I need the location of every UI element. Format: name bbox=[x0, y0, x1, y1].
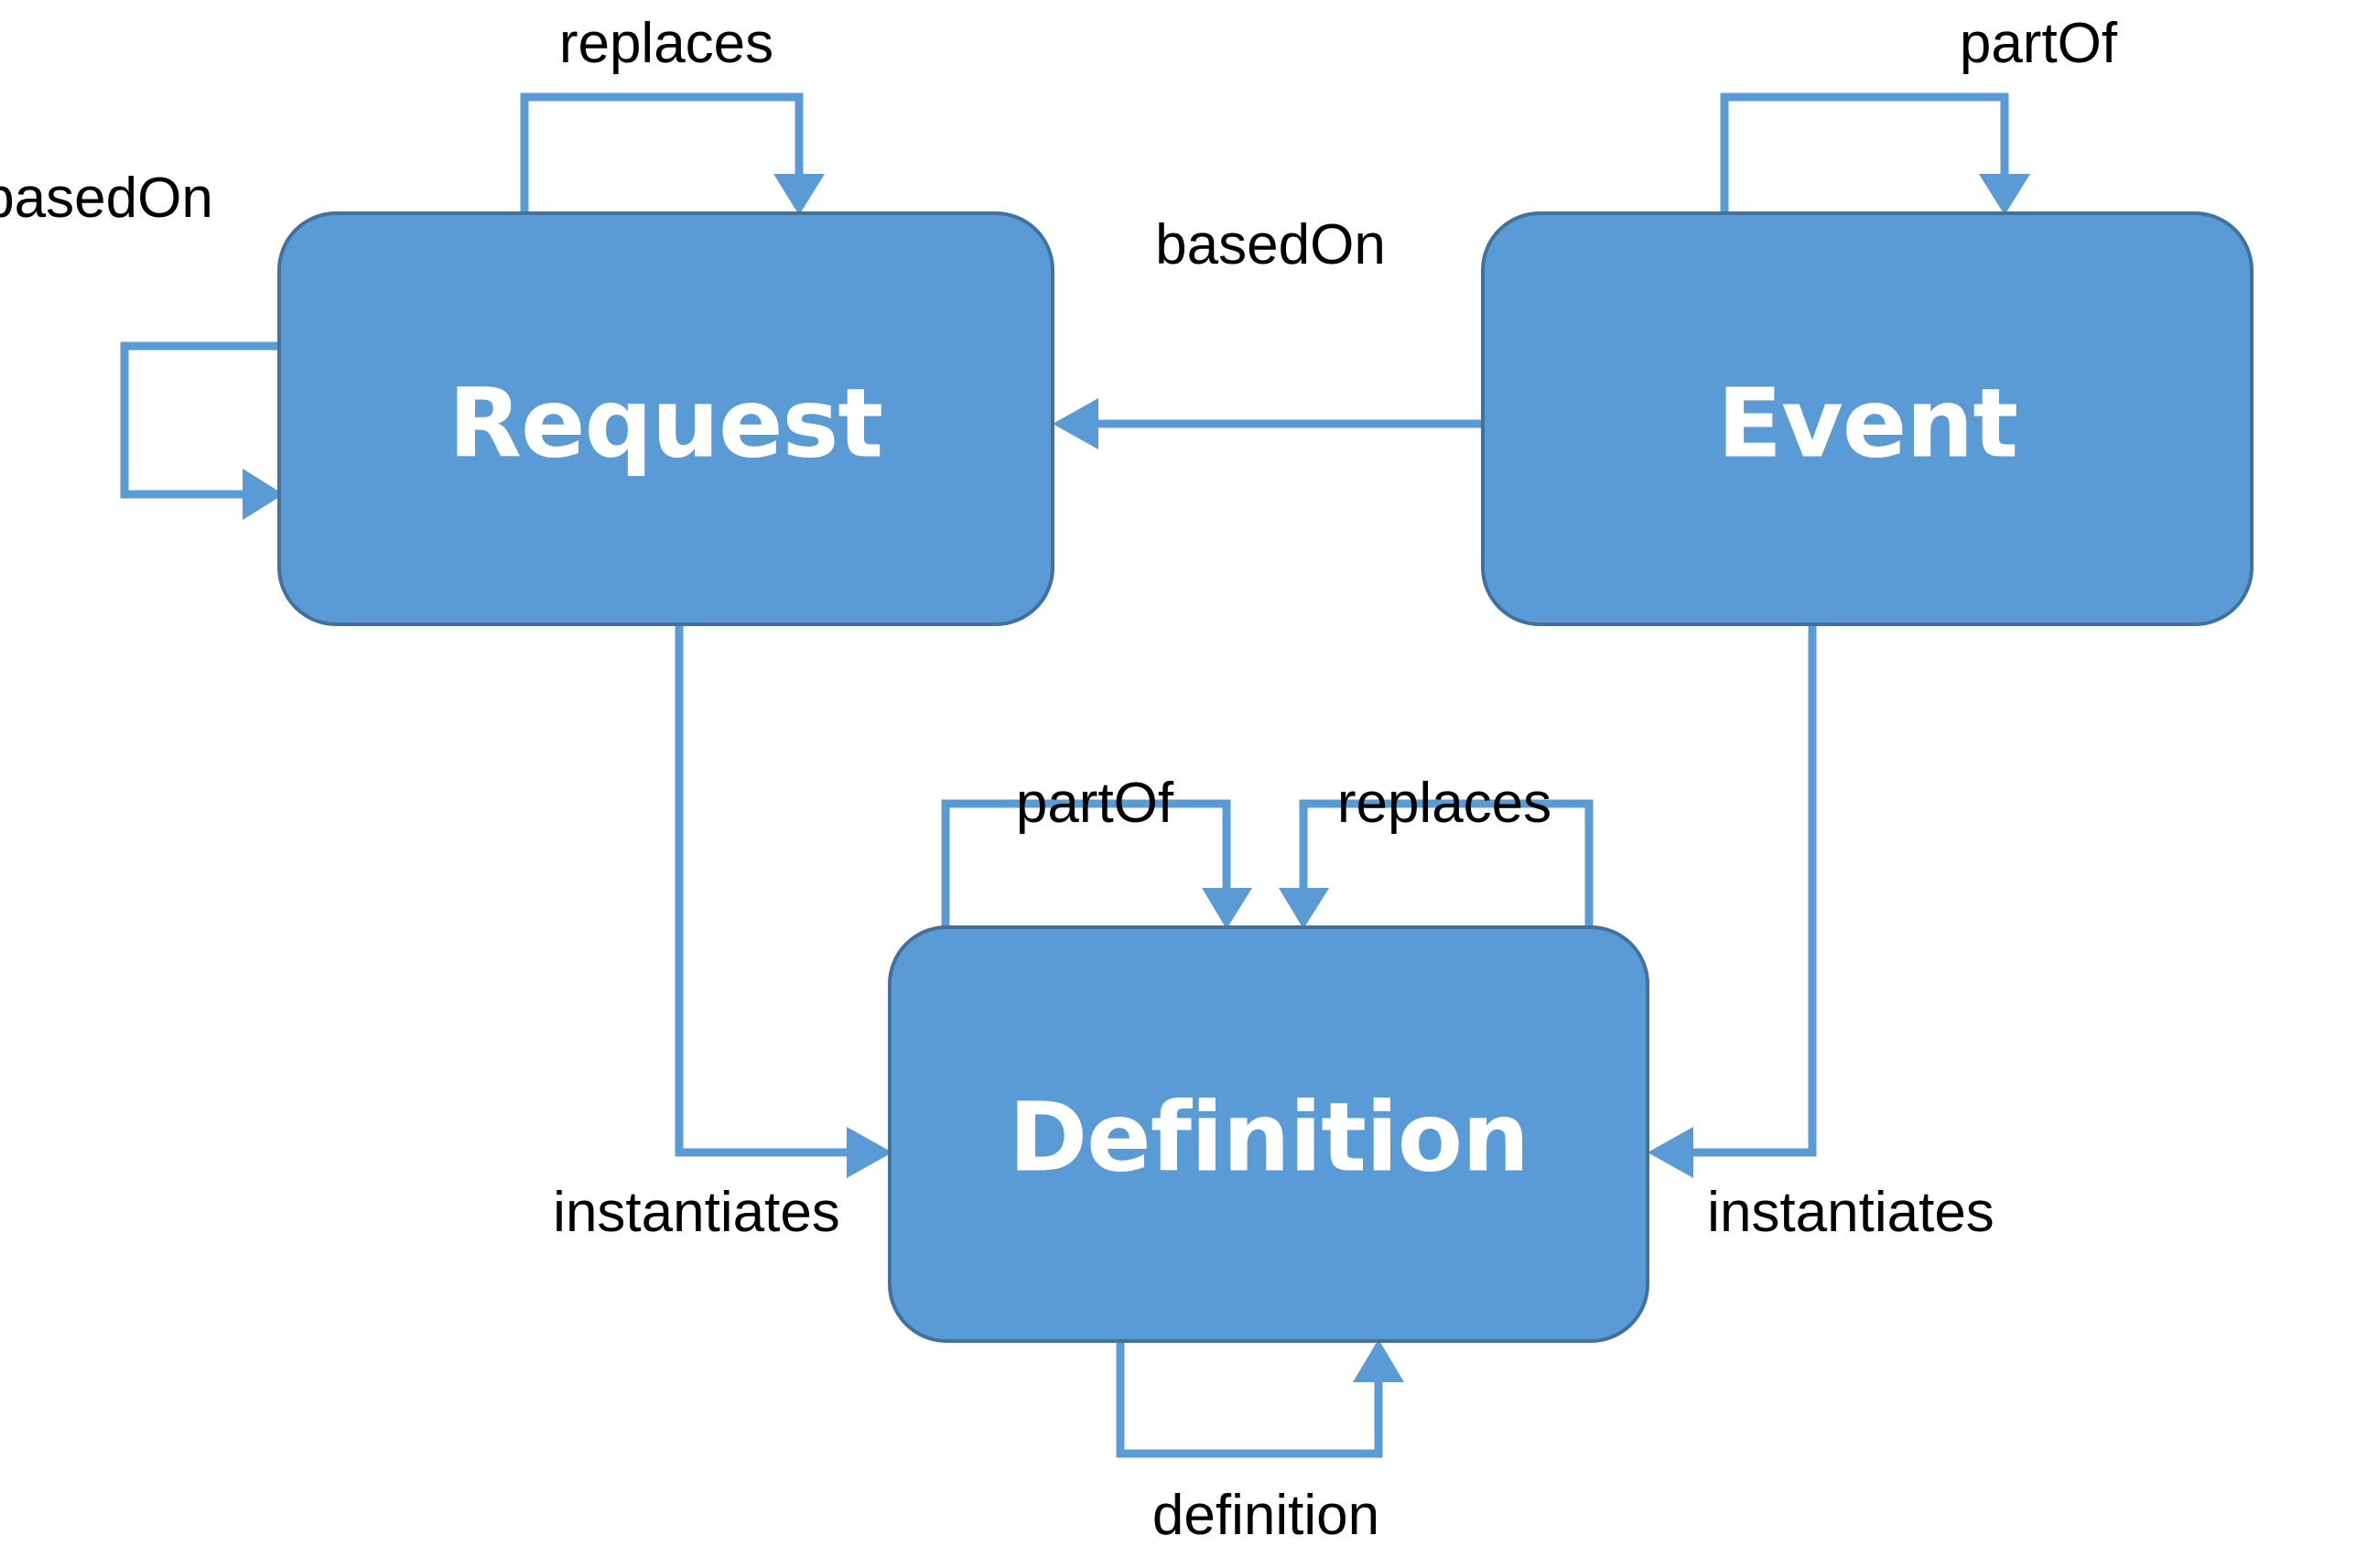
node-request-label: Request bbox=[449, 367, 882, 479]
edge-label-partof-definition: partOf bbox=[1016, 772, 1174, 835]
node-event-label: Event bbox=[1717, 367, 2017, 479]
edge-definition-replaces[interactable] bbox=[1279, 799, 1594, 929]
edge-label-definition-self: definition bbox=[1152, 1484, 1379, 1547]
edge-definition-definition[interactable] bbox=[1116, 1339, 1404, 1458]
node-definition-label: Definition bbox=[1009, 1081, 1529, 1193]
edge-request-instantiates-definition-arrowhead bbox=[847, 1127, 892, 1178]
edge-event-instantiates-definition-line bbox=[1689, 624, 1817, 1157]
node-request-shape bbox=[277, 211, 1054, 626]
edge-event-partof-line bbox=[1720, 92, 2009, 213]
edge-label-replaces-definition: replaces bbox=[1337, 772, 1551, 835]
node-event[interactable]: Event bbox=[1481, 211, 2254, 626]
edge-event-basedon-request-arrowhead bbox=[1053, 398, 1098, 449]
edge-definition-replaces-arrowhead bbox=[1279, 888, 1329, 929]
edge-definition-definition-arrowhead bbox=[1353, 1339, 1404, 1382]
edge-event-partof[interactable] bbox=[1720, 92, 2030, 215]
edge-request-replaces-line bbox=[520, 92, 804, 213]
node-definition[interactable]: Definition bbox=[888, 925, 1649, 1343]
edge-event-instantiates-definition[interactable] bbox=[1648, 624, 1817, 1178]
edge-label-replaces-request: replaces bbox=[559, 12, 773, 75]
edge-label-instantiates-right: instantiates bbox=[1707, 1181, 1994, 1244]
edge-definition-partof-arrowhead bbox=[1202, 888, 1252, 929]
edge-request-replaces-arrowhead bbox=[773, 174, 825, 215]
node-request[interactable]: Request bbox=[277, 211, 1054, 626]
edge-request-instantiates-definition-line bbox=[675, 624, 851, 1157]
edge-event-partof-arrowhead bbox=[1979, 174, 2030, 215]
edge-event-instantiates-definition-arrowhead bbox=[1648, 1127, 1693, 1178]
edge-definition-partof-line bbox=[941, 799, 1231, 927]
node-event-shape bbox=[1481, 211, 2254, 626]
edge-label-partof-event: partOf bbox=[1960, 12, 2118, 75]
edge-request-instantiates-definition[interactable] bbox=[675, 624, 892, 1178]
edge-request-basedon-self-arrowhead bbox=[243, 469, 284, 520]
edge-request-basedon-self-line bbox=[120, 341, 279, 499]
edge-label-instantiates-left: instantiates bbox=[553, 1181, 840, 1244]
edge-definition-definition-line bbox=[1116, 1341, 1383, 1458]
edge-request-replaces[interactable] bbox=[520, 92, 825, 215]
edge-definition-partof[interactable] bbox=[941, 799, 1252, 929]
edge-definition-replaces-line bbox=[1299, 799, 1594, 927]
edge-request-basedon-self[interactable] bbox=[120, 341, 284, 520]
edge-event-basedon-request[interactable] bbox=[1053, 398, 1483, 449]
edge-label-basedon-event-request: basedOn bbox=[1155, 213, 1386, 276]
edge-label-basedon-request-self: basedOn bbox=[0, 167, 213, 230]
node-definition-shape bbox=[888, 925, 1649, 1343]
